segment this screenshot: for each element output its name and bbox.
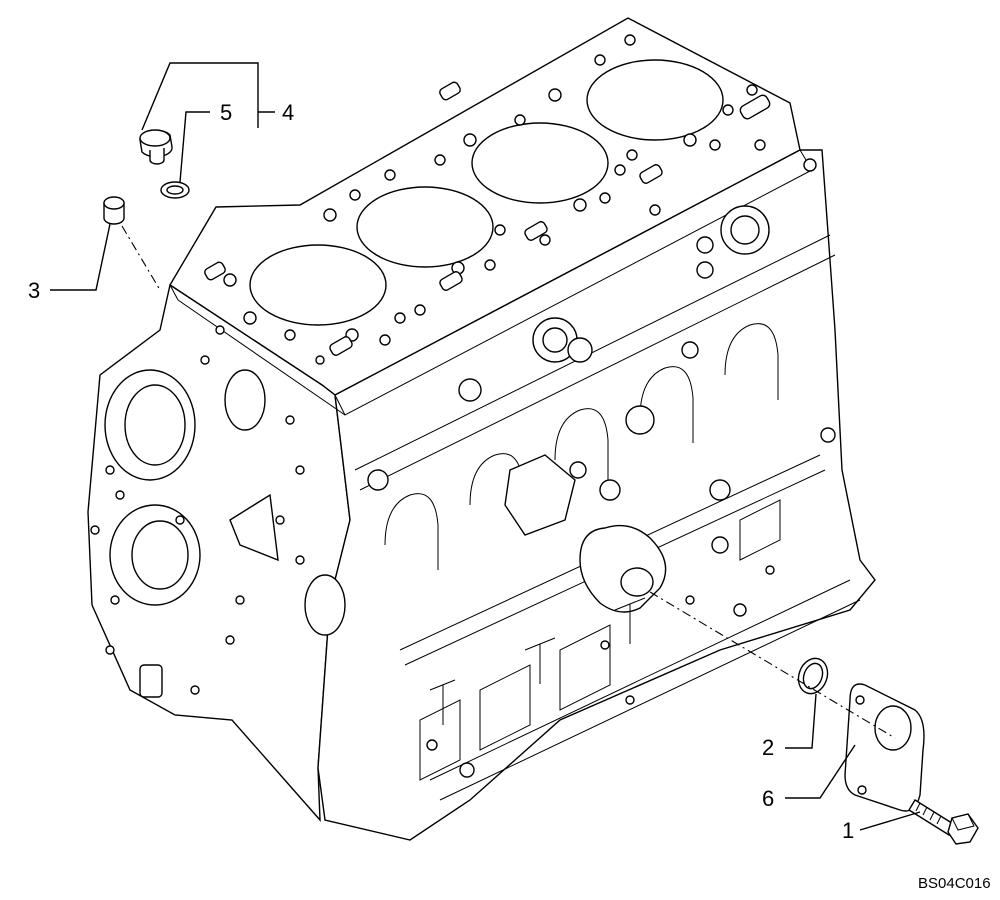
engine-block [87,17,876,841]
leader-3 [50,223,111,291]
leader-4-bracket [141,62,259,131]
front-face-features [354,158,861,801]
timing-side-features [90,325,346,698]
callout-4: 4 [282,100,294,125]
part-3-dowel [103,196,161,291]
cylinder-bores [249,59,724,326]
reference-code: BS04C016 [918,875,991,892]
leader-1 [859,811,921,831]
callout-5: 5 [220,100,232,125]
pump-pad [504,454,576,536]
part-1-bolt [908,799,979,845]
part-2-o-ring [797,657,829,695]
camshaft-bore [224,369,266,431]
block-front-face [317,149,876,841]
leader-2 [785,693,817,749]
cylinder-bore-4 [586,59,724,141]
leader-6 [785,744,856,799]
cylinder-bore-2 [356,186,494,268]
callout-6: 6 [762,786,774,811]
part-3-axis [121,225,161,291]
callout-3: 3 [28,278,40,303]
cylinder-bore-3 [471,122,609,204]
callout-1: 1 [842,818,854,843]
deck-holes [204,34,771,356]
timing-window [229,493,279,562]
callout-2: 2 [762,735,774,760]
oil-gallery-port [620,567,654,597]
part-4-plug-assembly [139,129,190,199]
cylinder-bore-1 [249,244,387,326]
leader-5 [179,111,210,183]
part-6-flange-cover [844,683,925,812]
leader-lines [50,62,921,831]
